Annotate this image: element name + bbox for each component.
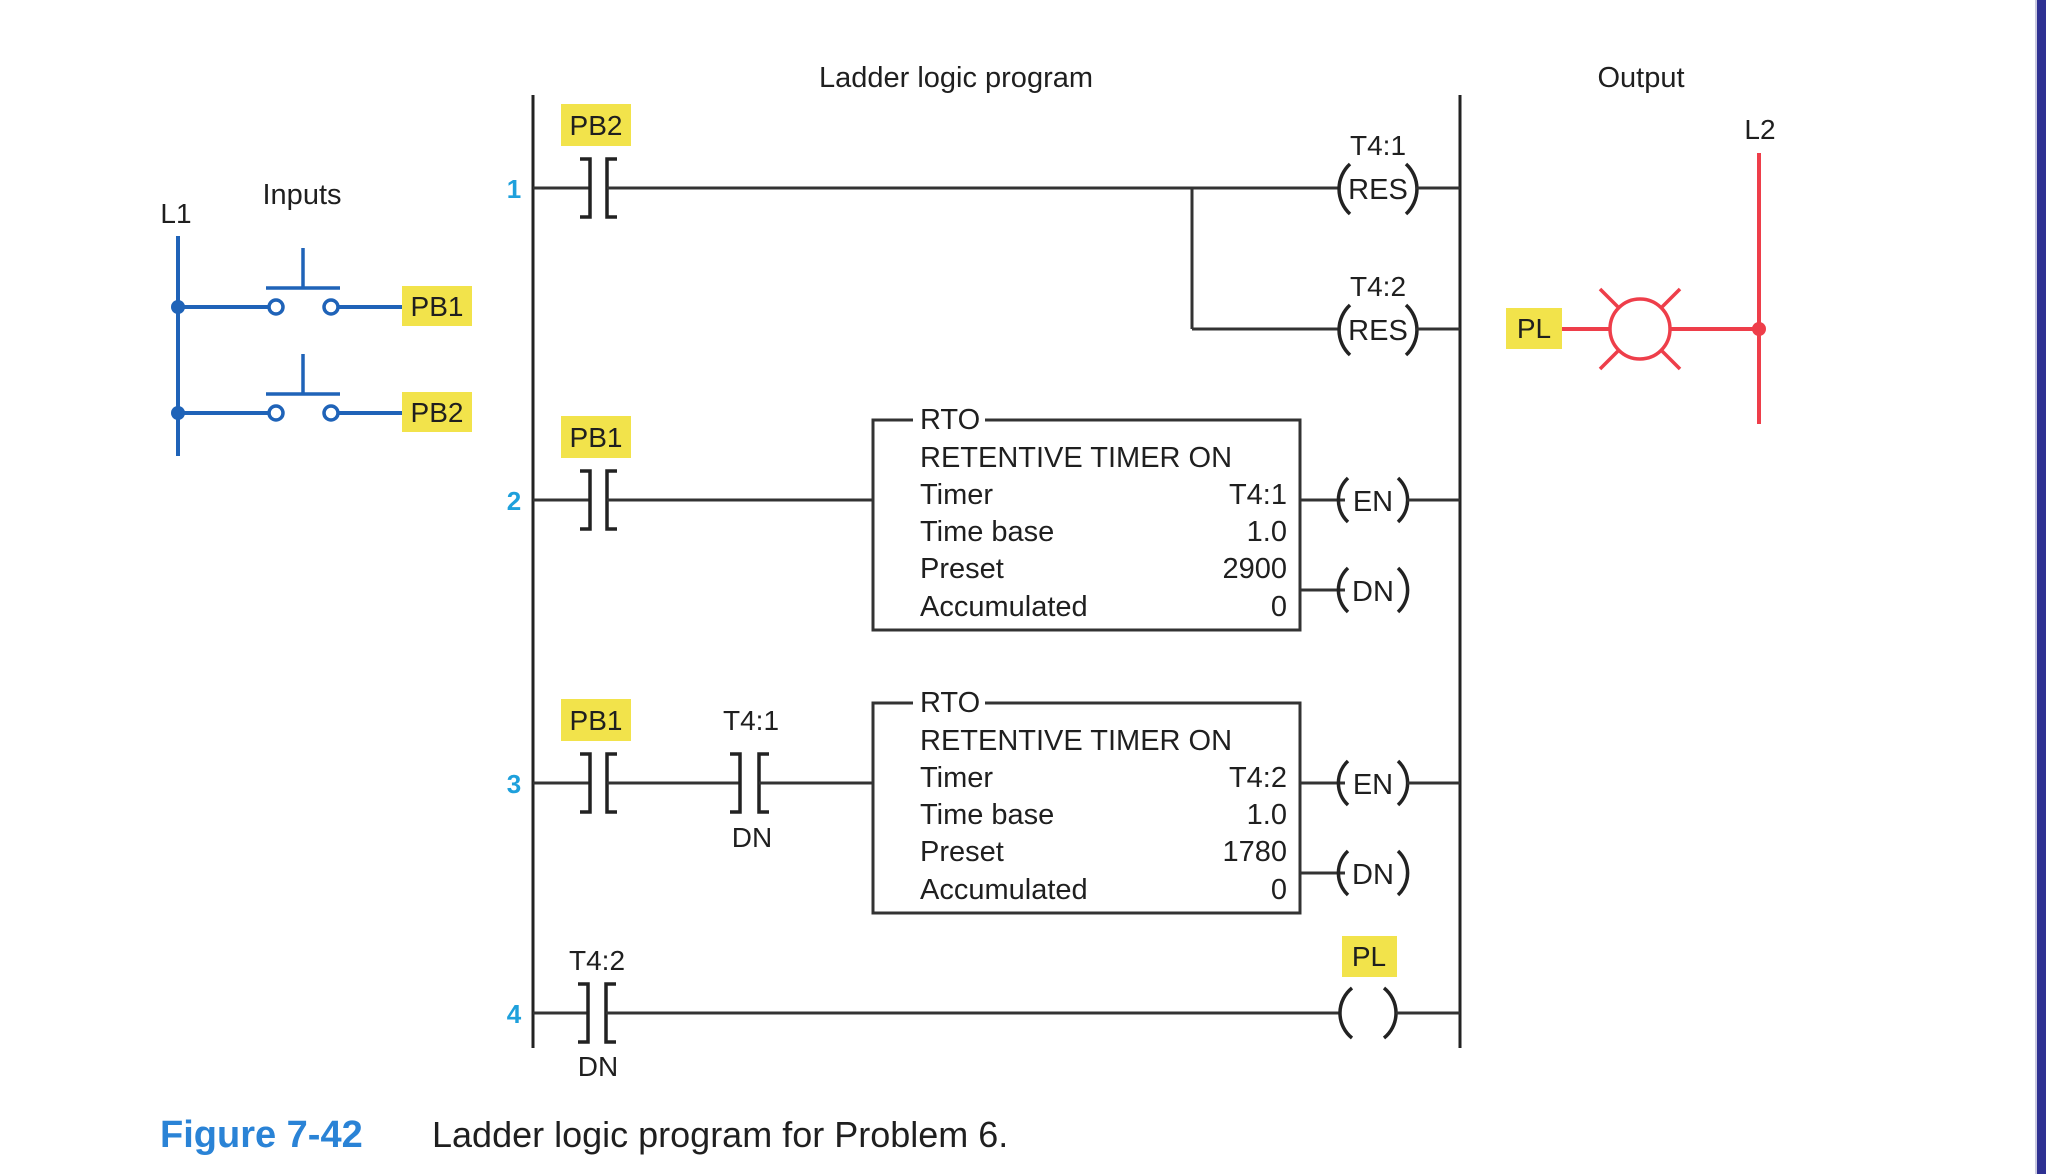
timer-field-value: T4:2 [1229,762,1287,794]
pb1-tag: PB1 [561,416,631,458]
contact-address: T4:1 [723,705,779,736]
coil-label: RES [1348,174,1408,206]
timer-type: RTO [920,687,980,719]
coil-label: EN [1353,486,1393,518]
svg-text:PB1: PB1 [411,291,464,322]
pb2-tag: PB2 [561,104,631,146]
done-coil-icon [1336,849,1410,897]
timer-title: RETENTIVE TIMER ON [920,725,1232,757]
coil-label: DN [1352,859,1394,891]
timer-field-label: Preset [920,836,1004,868]
pb1-pushbutton-icon [171,248,403,316]
timer-field-value: 2900 [1222,553,1287,585]
timer-field-label: Timer [920,479,993,511]
rung-number: 4 [507,999,522,1029]
svg-text:PL: PL [1352,941,1386,972]
coil-label: RES [1348,315,1408,347]
rung-4[interactable]: 4 T4:2 DN PL [507,936,1460,1082]
timer-field-value: 1.0 [1247,516,1287,548]
rung-number: 3 [507,769,521,799]
page-edge-bar [2035,0,2046,1174]
svg-text:PB2: PB2 [570,110,623,141]
coil-label: DN [1352,576,1394,608]
l1-label: L1 [160,198,191,229]
timer-field-label: Time base [920,516,1054,548]
svg-text:PB1: PB1 [570,705,623,736]
pl-tag: PL [1506,308,1562,349]
pl-tag: PL [1342,936,1397,977]
timer-field-value: 1780 [1222,836,1287,868]
coil-label: EN [1353,769,1393,801]
coil-address: T4:1 [1350,130,1406,161]
timer-field-value: 0 [1271,874,1287,906]
input-wiring: L1 PB1 PB2 [160,198,472,456]
svg-text:PL: PL [1517,313,1551,344]
pb2-pushbutton-icon [171,354,403,422]
contact-bit: DN [578,1051,618,1082]
inputs-title: Inputs [263,179,342,211]
pilot-lamp-icon [1562,287,1766,371]
pb2-tag: PB2 [402,392,472,432]
done-coil-icon [1336,566,1410,614]
timer-field-label: Time base [920,799,1054,831]
timer-field-label: Accumulated [920,591,1088,623]
timer-field-label: Preset [920,553,1004,585]
svg-text:PB2: PB2 [411,397,464,428]
rto-timer-block[interactable]: RTO RETENTIVE TIMER ON Timer T4:1 Time b… [871,404,1302,632]
output-coil-icon [1338,986,1398,1040]
rung-3[interactable]: 3 PB1 T4:1 DN RTO RETENTIVE TIMER ON Tim… [507,687,1460,915]
pb1-tag: PB1 [561,699,631,741]
coil-address: T4:2 [1350,271,1406,302]
pb1-tag: PB1 [402,286,472,326]
figure-number: Figure 7-42 [160,1114,363,1156]
timer-field-value: T4:1 [1229,479,1287,511]
figure-caption: Ladder logic program for Problem 6. [432,1114,1008,1155]
rto-timer-block[interactable]: RTO RETENTIVE TIMER ON Timer T4:2 Time b… [871,687,1302,915]
contact-bit: DN [732,822,772,853]
timer-title: RETENTIVE TIMER ON [920,442,1232,474]
timer-field-value: 0 [1271,591,1287,623]
l2-label: L2 [1744,114,1775,145]
output-title: Output [1597,62,1684,94]
rung-number: 1 [507,174,521,204]
timer-field-label: Timer [920,762,993,794]
rung-1[interactable]: 1 PB2 T4:1 RES T4:2 RES [507,104,1460,357]
output-wiring: L2 PL [1506,114,1776,424]
rung-number: 2 [507,486,521,516]
timer-field-label: Accumulated [920,874,1088,906]
timer-type: RTO [920,404,980,436]
contact-address: T4:2 [569,945,625,976]
rung-2[interactable]: 2 PB1 RTO RETENTIVE TIMER ON Timer T4:1 … [507,404,1460,632]
svg-text:PB1: PB1 [570,422,623,453]
timer-field-value: 1.0 [1247,799,1287,831]
ladder-program-title: Ladder logic program [819,62,1093,94]
